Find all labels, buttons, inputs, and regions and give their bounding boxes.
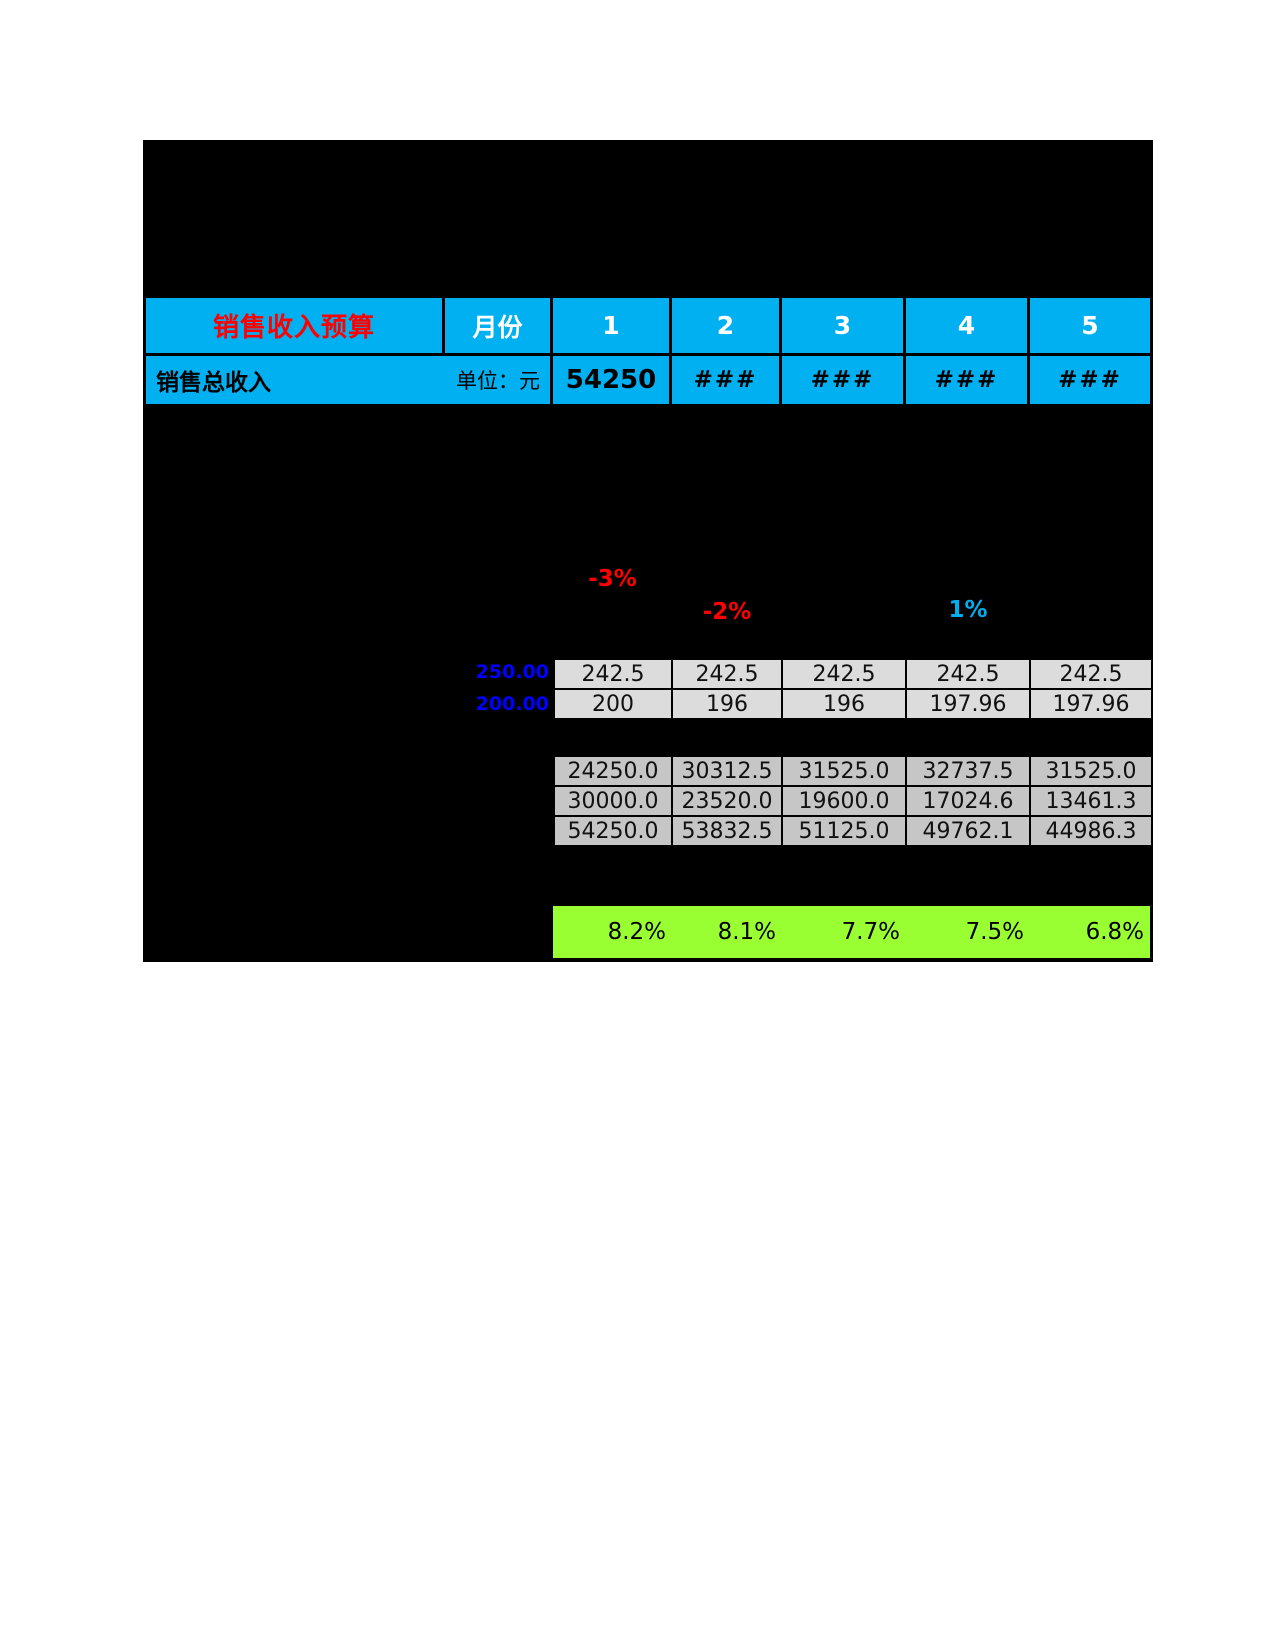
price-cell[interactable]: 242.5	[555, 660, 671, 688]
total-revenue-cell-month-3[interactable]: ###	[782, 356, 903, 404]
total-revenue-cell-month-5[interactable]: ###	[1030, 356, 1150, 404]
total-revenue-label-cell[interactable]: 销售总收入 单位：元	[146, 356, 550, 404]
revenue-cell[interactable]: 19600.0	[783, 787, 905, 815]
unit-label: 单位：元	[456, 369, 540, 393]
total-revenue-cell-month-4[interactable]: ###	[906, 356, 1027, 404]
growth-rate-cell-month-3[interactable]: 7.7%	[841, 919, 900, 945]
price-cell[interactable]: 196	[783, 690, 905, 718]
change-rate-col2[interactable]: -2%	[702, 599, 752, 625]
price-cell[interactable]: 242.5	[907, 660, 1029, 688]
price-cell[interactable]: 242.5	[783, 660, 905, 688]
revenue-total-cell[interactable]: 53832.5	[673, 817, 781, 845]
price-cell[interactable]: 197.96	[907, 690, 1029, 718]
month-label-cell[interactable]: 月份	[445, 298, 550, 353]
revenue-total-cell[interactable]: 44986.3	[1031, 817, 1151, 845]
price-cell[interactable]: 242.5	[673, 660, 781, 688]
growth-rate-cell-month-2[interactable]: 8.1%	[717, 919, 776, 945]
revenue-cell[interactable]: 23520.0	[673, 787, 781, 815]
total-revenue-cell-month-2[interactable]: ###	[672, 356, 779, 404]
total-revenue-label: 销售总收入	[156, 370, 271, 396]
month-column-header-4[interactable]: 4	[906, 298, 1027, 353]
price-axis-label-250: 250.00	[475, 661, 549, 683]
revenue-cell[interactable]: 31525.0	[783, 757, 905, 785]
price-cell[interactable]: 196	[673, 690, 781, 718]
unit-price-table: 242.5 242.5 242.5 242.5 242.5 200 196 19…	[553, 658, 1153, 720]
growth-rate-cell-month-4[interactable]: 7.5%	[965, 919, 1024, 945]
revenue-cell[interactable]: 17024.6	[907, 787, 1029, 815]
price-cell[interactable]: 242.5	[1031, 660, 1151, 688]
revenue-cell[interactable]: 31525.0	[1031, 757, 1151, 785]
revenue-cell[interactable]: 32737.5	[907, 757, 1029, 785]
revenue-total-cell[interactable]: 49762.1	[907, 817, 1029, 845]
revenue-total-cell[interactable]: 54250.0	[555, 817, 671, 845]
revenue-cell[interactable]: 13461.3	[1031, 787, 1151, 815]
revenue-total-cell[interactable]: 51125.0	[783, 817, 905, 845]
total-revenue-cell-month-1[interactable]: 54250	[553, 356, 669, 404]
price-axis-label-200: 200.00	[475, 693, 549, 715]
budget-title-cell[interactable]: 销售收入预算	[146, 298, 442, 353]
growth-rate-cell-month-1[interactable]: 8.2%	[607, 919, 666, 945]
change-rate-col1[interactable]: -3%	[588, 566, 637, 592]
sales-budget-header-table: 销售收入预算 月份 1 2 3 4 5 销售总收入 单位：元 54250 ###…	[143, 295, 1153, 407]
growth-rate-row: 8.2% 8.1% 7.7% 7.5% 6.8%	[553, 906, 1150, 958]
change-rate-col4[interactable]: 1%	[948, 597, 988, 623]
month-column-header-1[interactable]: 1	[553, 298, 669, 353]
revenue-breakdown-table: 24250.0 30312.5 31525.0 32737.5 31525.0 …	[553, 755, 1153, 847]
month-column-header-5[interactable]: 5	[1030, 298, 1150, 353]
price-cell[interactable]: 197.96	[1031, 690, 1151, 718]
revenue-cell[interactable]: 30000.0	[555, 787, 671, 815]
price-cell[interactable]: 200	[555, 690, 671, 718]
growth-rate-cell-month-5[interactable]: 6.8%	[1085, 919, 1144, 945]
revenue-cell[interactable]: 24250.0	[555, 757, 671, 785]
sheet-black-background: 销售收入预算 月份 1 2 3 4 5 销售总收入 单位：元 54250 ###…	[143, 140, 1153, 962]
month-column-header-3[interactable]: 3	[782, 298, 903, 353]
month-column-header-2[interactable]: 2	[672, 298, 779, 353]
revenue-cell[interactable]: 30312.5	[673, 757, 781, 785]
